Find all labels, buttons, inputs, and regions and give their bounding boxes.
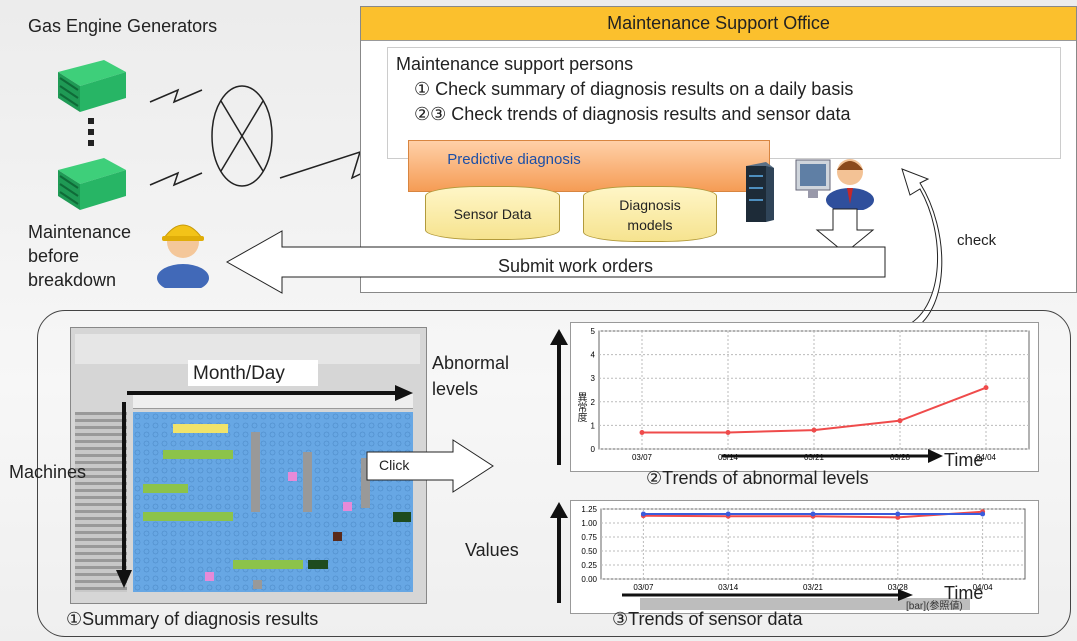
y-tick-label: 0.75 xyxy=(581,533,597,542)
gas-engine-generator-icon xyxy=(58,60,126,112)
y-tick-label: 0.25 xyxy=(581,561,597,570)
time-arrow xyxy=(622,589,913,601)
sensor-legend-text: [bar](参照値) xyxy=(906,601,963,612)
router-icon xyxy=(211,85,273,187)
maintenance-label: Maintenance before breakdown xyxy=(28,222,132,290)
down-arrow-icon xyxy=(815,208,875,254)
x-tick-label: 03/07 xyxy=(632,453,653,462)
click-arrow xyxy=(366,439,494,493)
y-tick-label: 2 xyxy=(591,398,596,407)
summary-column-header xyxy=(133,394,413,409)
y-tick-label: 0.50 xyxy=(581,547,597,556)
data-point xyxy=(983,385,989,391)
gas-engine-generator-icon xyxy=(58,158,126,210)
machines-arrow xyxy=(116,402,132,588)
data-point xyxy=(725,429,731,435)
y-tick-label: 3 xyxy=(591,374,596,383)
check-label: check xyxy=(957,232,997,249)
y-tick-label: 0.00 xyxy=(581,575,597,584)
data-point xyxy=(897,418,903,424)
sensor-data-cylinder: Sensor Data xyxy=(425,186,560,240)
server-icon xyxy=(746,162,774,222)
submit-work-orders-arrow xyxy=(225,230,886,294)
data-point xyxy=(725,511,731,517)
diagnosis-models-label: Diagnosis models xyxy=(619,197,681,233)
predictive-diagnosis-box: Predictive diagnosis xyxy=(408,140,770,192)
y-tick-label: 0 xyxy=(591,445,596,454)
data-point xyxy=(810,511,816,517)
data-point xyxy=(639,429,645,435)
machines-label: Machines xyxy=(9,462,87,482)
x-tick-label: 03/28 xyxy=(888,583,909,592)
summary-row-labels xyxy=(75,412,127,592)
plot-area xyxy=(600,508,1026,580)
diagnosis-grid xyxy=(133,412,413,592)
sensor-data-label: Sensor Data xyxy=(453,206,532,222)
x-tick-label: 03/14 xyxy=(718,583,739,592)
data-point xyxy=(980,511,986,517)
data-point xyxy=(811,427,817,433)
diagnosis-models-cylinder: Diagnosis models xyxy=(583,186,717,242)
submit-work-orders-label: Submit work orders xyxy=(498,256,654,276)
values-label: Values xyxy=(465,540,519,560)
office-title: Maintenance Support Office xyxy=(361,7,1076,41)
x-tick-label: 03/21 xyxy=(803,583,824,592)
time-arrow xyxy=(722,449,943,463)
bottom-panel xyxy=(37,310,1071,637)
values-arrow xyxy=(550,502,568,603)
month-day-label: Month/Day xyxy=(193,363,285,384)
caption-summary: ①Summary of diagnosis results xyxy=(66,609,319,629)
data-point xyxy=(895,511,901,517)
step-2-3-text: ②③ Check trends of diagnosis results and… xyxy=(414,104,851,124)
caption-trends-abnormal: ②Trends of abnormal levels xyxy=(646,468,869,488)
y-tick-label: 4 xyxy=(591,351,596,360)
ellipsis-dots xyxy=(88,118,94,146)
support-persons-label: Maintenance support persons xyxy=(396,54,634,74)
abnormal-levels-label: Abnormal levels xyxy=(432,353,510,399)
predictive-diagnosis-label: Predictive diagnosis xyxy=(447,151,581,168)
summary-screenshot xyxy=(70,327,427,604)
x-tick-label: 04/04 xyxy=(976,453,997,462)
y-tick-label: 5 xyxy=(591,327,596,336)
caption-trends-sensor: ③Trends of sensor data xyxy=(612,609,803,629)
y-tick-label: 1.00 xyxy=(581,519,597,528)
step-1-text: ① Check summary of diagnosis results on … xyxy=(414,79,854,99)
x-tick-label: 03/07 xyxy=(633,583,654,592)
operator-at-computer-icon xyxy=(795,159,874,210)
worker-icon xyxy=(157,224,209,288)
series-line xyxy=(642,386,987,434)
abnormal-level-arrow xyxy=(550,329,568,465)
wireless-zigzag-icon xyxy=(149,88,203,104)
sensor-legend-bg xyxy=(640,598,970,610)
check-curved-arrow xyxy=(901,168,943,330)
time-label-2: Time xyxy=(944,583,984,603)
x-tick-label: 04/04 xyxy=(973,583,994,592)
y-tick-label: 1 xyxy=(591,421,596,430)
time-label-1: Time xyxy=(944,450,984,470)
y-tick-label: 1.25 xyxy=(581,505,597,514)
wireless-zigzag-icon xyxy=(149,171,203,187)
month-day-label-bg xyxy=(188,360,318,386)
generators-title: Gas Engine Generators xyxy=(28,16,218,36)
data-point xyxy=(640,511,646,517)
abnormal-levels-axis-jp-label: 異常度 xyxy=(575,392,586,422)
click-label: Click xyxy=(379,457,410,473)
summary-toolbar xyxy=(75,334,420,364)
month-day-arrow xyxy=(127,385,413,401)
